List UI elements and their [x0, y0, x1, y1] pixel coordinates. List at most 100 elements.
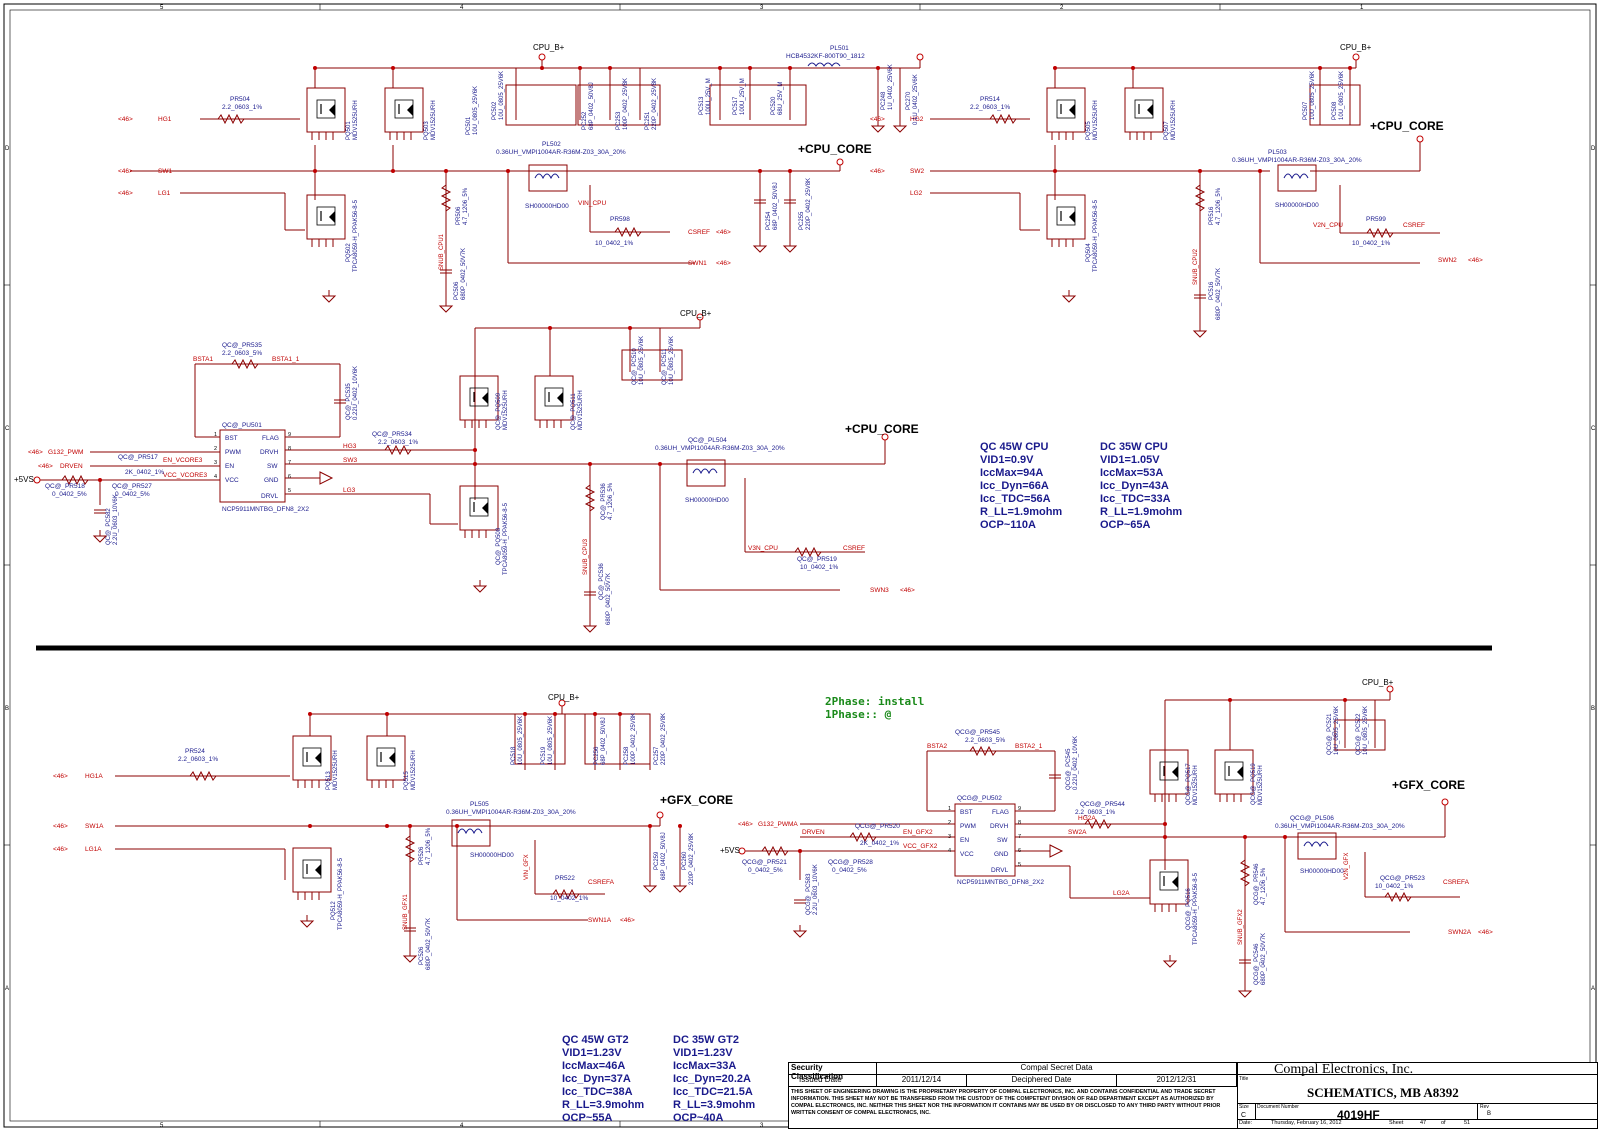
- net-port-label: LG1: [158, 190, 171, 197]
- cpu-b-plus-label: CPU_B+: [680, 309, 712, 318]
- part-label: PQ507: [1164, 121, 1170, 140]
- part-label: MDV1525URH: [1193, 765, 1199, 805]
- part-label: 220P_0402_25V8K: [652, 78, 658, 130]
- ic-pin-label: SW: [267, 463, 278, 470]
- cpu-b-plus-label: CPU_B+: [533, 43, 565, 52]
- cpu-b-plus-label: CPU_B+: [1362, 678, 1394, 687]
- part-label: TPCA8059-H_PPAK56-8-5: [353, 199, 359, 272]
- net-label: V2N_CPU: [1313, 222, 1343, 229]
- net-port-label: G132_PWMA: [758, 821, 798, 828]
- sheet-value: 47: [1420, 1120, 1427, 1126]
- part-label: QC@_PL504: [688, 437, 727, 444]
- part-label: PC517: [733, 96, 739, 115]
- net-port-label: EN_VCORE3: [163, 457, 203, 464]
- ic-pin-label: VCC: [960, 851, 974, 858]
- net-port-label: <46>: [28, 449, 43, 456]
- part-label: PC501: [466, 116, 472, 135]
- ic-pin-label: EN: [960, 837, 969, 844]
- net-port-label: <46>: [118, 190, 133, 197]
- part-label: QC@_PR535: [222, 342, 262, 349]
- ic-pin-label: 4: [948, 848, 951, 854]
- border-column-label: 3: [760, 1123, 764, 1129]
- part-label: PQ513: [326, 771, 332, 790]
- part-label: 10U_0805_25V6K: [1310, 71, 1316, 120]
- part-label: PQ512: [331, 901, 337, 920]
- net-label: V2N_GFX: [1344, 853, 1350, 880]
- part-label: QCG@_PR544: [1080, 801, 1125, 808]
- part-label: 0_0402_5%: [52, 491, 87, 498]
- document-number: 4019HF: [1337, 1108, 1380, 1122]
- part-label: 2.2U_0603_10V6K: [813, 864, 819, 915]
- part-label: MDV1525URH: [333, 750, 339, 790]
- ic-pin-label: 6: [1018, 848, 1021, 854]
- net-port-label: <46>: [900, 587, 915, 594]
- part-label: QCG@_PR546: [1254, 863, 1260, 905]
- part-label: PC257: [654, 746, 660, 765]
- net-label: VIN_CPU: [578, 200, 606, 207]
- part-label: PC258: [624, 746, 630, 765]
- ic-pin-label: 4: [214, 474, 217, 480]
- net-port-label: <46>: [716, 260, 731, 267]
- part-label: 68P_0402_50V8J: [773, 182, 779, 230]
- part-label: QCG@_PC545: [1066, 748, 1072, 790]
- part-label: 100P_0402_25V8K: [623, 78, 629, 130]
- part-label: 0.1U_0402_25V6K: [913, 74, 919, 125]
- part-label: PC252: [582, 111, 588, 130]
- part-label: 0_0402_5%: [832, 867, 867, 874]
- part-label: 68P_0402_50V8J: [589, 82, 595, 130]
- part-label: QCG@_PC583: [806, 873, 812, 915]
- spec-dc35-cpu: DC 35W CPU VID1=1.05V IccMax=53A Icc_Dyn…: [1100, 441, 1183, 531]
- part-label: QC@_PQ509: [496, 392, 502, 430]
- part-label: 2.2_0603_1%: [378, 439, 418, 446]
- part-label: PC259: [654, 851, 660, 870]
- part-label: MDV1525URH: [1258, 765, 1264, 805]
- of-label: of: [1441, 1120, 1446, 1126]
- net-port-label: SWN1: [688, 260, 707, 267]
- part-label: PC518: [511, 746, 517, 765]
- part-label: PQ515: [404, 771, 410, 790]
- part-label: SH00000HD00: [685, 497, 729, 504]
- security-classification-label: Security Classification: [789, 1063, 877, 1081]
- ic-pin-label: 3: [948, 834, 951, 840]
- net-port-label: SNUB_CPU3: [583, 538, 589, 575]
- net-port-label: G132_PWM: [48, 449, 83, 456]
- part-label: PC508: [1332, 101, 1338, 120]
- part-label: PC251: [645, 111, 651, 130]
- part-label: 680P_0402_50V7K: [426, 918, 432, 970]
- part-label: 2K_0402_1%: [860, 840, 899, 847]
- ic-pin-label: 1: [948, 806, 951, 812]
- border-row-label: D: [5, 146, 10, 152]
- part-label: 680P_0402_50V7K: [461, 248, 467, 300]
- net-port-label: SW3: [343, 457, 357, 464]
- of-value: 51: [1464, 1120, 1471, 1126]
- ic-pin-label: EN: [225, 463, 234, 470]
- part-label: QCG@_PQ517: [1186, 763, 1192, 805]
- part-label: PC254: [766, 211, 772, 230]
- part-label: 10_0402_1%: [550, 895, 589, 902]
- part-label: PR514: [980, 96, 1000, 103]
- part-label: 10_0402_1%: [595, 240, 634, 247]
- cpu-core-label: +CPU_CORE: [1370, 119, 1444, 133]
- part-label: PQ502: [346, 243, 352, 262]
- part-label: NCP5911MNTBG_DFN8_2X2: [957, 879, 1044, 886]
- phase-note: 2Phase: install 1Phase:: @: [825, 695, 925, 721]
- part-label: 10U_0805_25V6K: [669, 336, 675, 385]
- part-label: 10_0402_1%: [1352, 240, 1391, 247]
- part-label: MDV1525URH: [1171, 100, 1177, 140]
- part-label: 1U_0402_25V6K: [888, 64, 894, 110]
- part-label: PC506: [454, 281, 460, 300]
- ic-pin-label: PWM: [960, 823, 976, 830]
- part-label: QC@_PR534: [372, 431, 412, 438]
- ic-pin-label: 2: [214, 446, 217, 452]
- part-label: 0.22U_0402_10V6K: [1073, 736, 1079, 790]
- part-label: 220P_0402_25V8K: [689, 833, 695, 885]
- border-row-label: B: [5, 706, 9, 712]
- net-port-label: <46>: [1478, 929, 1493, 936]
- part-label: 2.2_0603_1%: [222, 104, 262, 111]
- issued-date-label: Issued Date: [789, 1075, 877, 1087]
- part-label: PC255: [799, 211, 805, 230]
- part-label: PQ505: [1086, 121, 1092, 140]
- border-row-label: C: [1591, 426, 1596, 432]
- part-label: NCP5911MNTBG_DFN8_2X2: [222, 506, 309, 513]
- title-label: Title: [1239, 1076, 1249, 1082]
